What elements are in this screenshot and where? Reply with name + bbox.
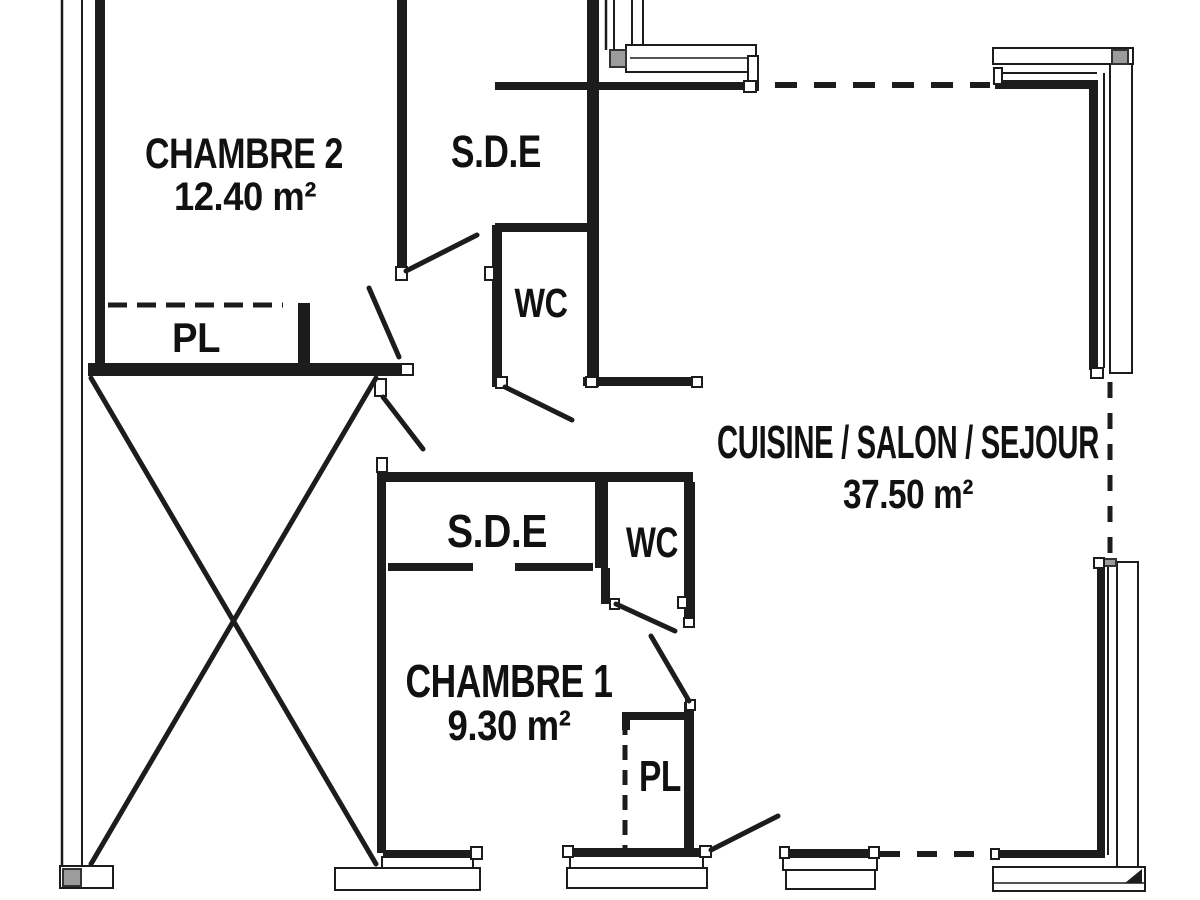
- corner-triangle: [1125, 869, 1142, 883]
- door-jamb-cap: [562, 845, 574, 858]
- window-frame: [334, 867, 481, 891]
- room-label: PL: [639, 752, 681, 801]
- wall: [515, 563, 593, 571]
- door-jamb-cap: [1090, 367, 1104, 379]
- wall: [587, 228, 599, 387]
- wall: [595, 482, 608, 568]
- wall: [622, 712, 688, 720]
- door-jamb-cap: [743, 80, 757, 93]
- wall: [95, 0, 105, 365]
- window-frame: [782, 856, 878, 871]
- room-label: 12.40 m²: [174, 175, 316, 219]
- door-jamb-cap: [691, 376, 703, 388]
- wall: [492, 225, 502, 387]
- room-label: CHAMBRE 2: [145, 130, 343, 178]
- wall: [784, 849, 877, 857]
- wall: [388, 563, 473, 571]
- door-jamb-cap: [374, 378, 387, 397]
- door-leaf: [88, 375, 379, 867]
- door-leaf: [613, 601, 678, 634]
- door-leaf: [708, 813, 781, 853]
- door-jamb-cap: [470, 846, 483, 860]
- room-label: CUISINE / SALON / SEJOUR: [717, 416, 1099, 468]
- wall: [298, 303, 310, 365]
- wall: [684, 482, 695, 622]
- door-jamb-cap: [779, 846, 790, 859]
- post-column: [62, 868, 82, 887]
- wall: [495, 223, 598, 232]
- room-label: PL: [172, 314, 220, 361]
- room-label: WC: [626, 519, 678, 567]
- wall: [1097, 567, 1105, 853]
- door-jamb-cap: [395, 266, 408, 281]
- window-frame: [381, 856, 474, 869]
- wall: [993, 850, 1105, 858]
- wall: [383, 850, 472, 858]
- window-frame: [785, 869, 876, 890]
- door-leaf: [648, 633, 692, 704]
- window-frame: [992, 866, 1146, 892]
- door-jamb-cap: [683, 617, 695, 628]
- wall: [995, 80, 1098, 89]
- wall: [377, 472, 693, 482]
- wall: [601, 568, 610, 604]
- door-jamb-cap: [990, 848, 1000, 860]
- door-jamb-cap: [376, 457, 388, 473]
- door-jamb-cap: [585, 376, 598, 388]
- post-column: [609, 49, 627, 68]
- door-jamb-cap: [495, 376, 508, 389]
- wall: [587, 0, 599, 228]
- room-label: S.D.E: [447, 505, 547, 557]
- wall: [568, 848, 703, 856]
- door-jamb-cap: [1093, 557, 1105, 569]
- door-leaf: [403, 232, 480, 274]
- door-leaf: [380, 394, 426, 452]
- window-frame: [992, 47, 1134, 65]
- wall: [1089, 86, 1098, 370]
- room-label: CHAMBRE 1: [406, 655, 613, 707]
- door-leaf: [502, 384, 575, 423]
- wall: [397, 0, 407, 272]
- wall: [583, 377, 695, 386]
- door-leaf: [366, 285, 402, 360]
- wall: [684, 702, 694, 853]
- wall: [377, 482, 386, 853]
- door-jamb-cap: [400, 363, 414, 376]
- window-frame: [1109, 63, 1133, 374]
- wall: [495, 82, 745, 90]
- door-jamb-cap: [868, 846, 880, 859]
- door-jamb-cap: [677, 596, 688, 609]
- window-frame: [569, 855, 704, 869]
- post-column: [1103, 558, 1117, 567]
- room-label: 9.30 m²: [448, 702, 571, 750]
- wall: [88, 363, 413, 376]
- room-label: S.D.E: [451, 126, 541, 177]
- door-jamb-cap: [993, 67, 1003, 85]
- window-frame: [566, 867, 708, 889]
- room-label: 37.50 m²: [843, 471, 973, 517]
- door-jamb-cap: [484, 266, 495, 281]
- window-frame: [1116, 561, 1139, 889]
- post-column: [1111, 49, 1129, 65]
- room-label: WC: [515, 280, 568, 326]
